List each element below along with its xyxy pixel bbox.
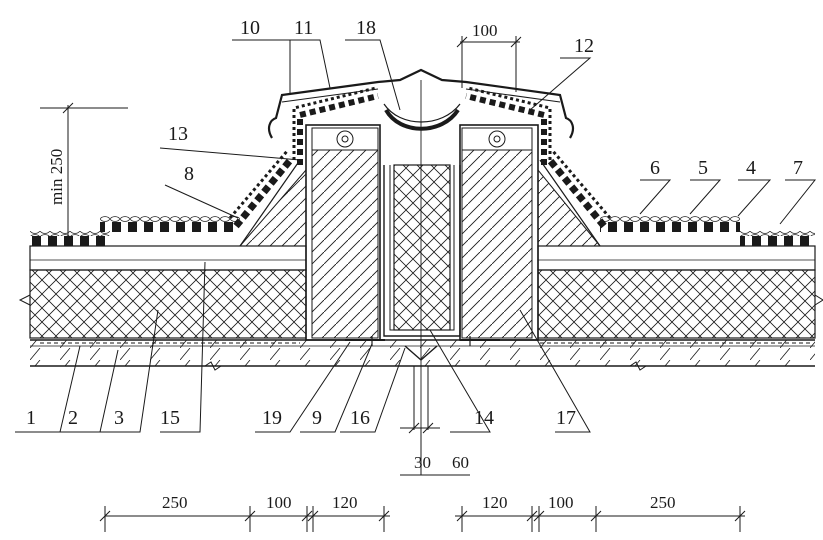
dim-right-100: 100	[548, 493, 574, 512]
label-17: 17	[556, 407, 576, 429]
label-18: 18	[356, 17, 376, 39]
label-4: 4	[746, 157, 756, 179]
label-8: 8	[184, 163, 194, 185]
base-slab	[30, 339, 815, 371]
roof-membrane-right	[537, 149, 815, 247]
curb-left	[305, 124, 381, 341]
dim-min-250: min 250	[47, 149, 66, 205]
curb-right	[459, 124, 539, 341]
callout-labels: 10 11 18 12 13 8 6 5 4 7 1 2 3 15 19 9 1…	[26, 17, 803, 429]
label-6: 6	[650, 157, 660, 179]
slab-joint-compensator	[345, 336, 500, 430]
dim-right-250: 250	[650, 493, 676, 512]
dim-left-100: 100	[266, 493, 292, 512]
label-10: 10	[240, 17, 260, 39]
label-2: 2	[68, 407, 78, 429]
label-13: 13	[168, 123, 188, 145]
roof-membrane-left	[30, 149, 307, 247]
label-9: 9	[312, 407, 322, 429]
label-14: 14	[474, 407, 494, 429]
dim-left-120: 120	[332, 493, 358, 512]
label-11: 11	[294, 17, 313, 39]
cap-flashing	[267, 68, 575, 139]
dim-left-250: 250	[162, 493, 188, 512]
leader-lines	[15, 39, 817, 433]
dimension-texts: 100 min 250 30 60 250 100 120 120 100 25…	[47, 21, 676, 512]
label-1: 1	[26, 407, 36, 429]
label-19: 19	[262, 407, 282, 429]
dim-top-100: 100	[472, 21, 498, 40]
label-7: 7	[793, 157, 803, 179]
label-16: 16	[350, 407, 370, 429]
label-12: 12	[574, 35, 594, 57]
curb-upturn-membrane	[292, 86, 552, 165]
label-3: 3	[114, 407, 124, 429]
insulation-layer	[18, 269, 823, 339]
dimension-lines	[40, 36, 746, 532]
dim-60: 60	[452, 453, 469, 472]
dim-30: 30	[414, 453, 431, 472]
joint-filler	[383, 80, 461, 430]
label-15: 15	[160, 407, 180, 429]
label-5: 5	[698, 157, 708, 179]
dim-right-120: 120	[482, 493, 508, 512]
